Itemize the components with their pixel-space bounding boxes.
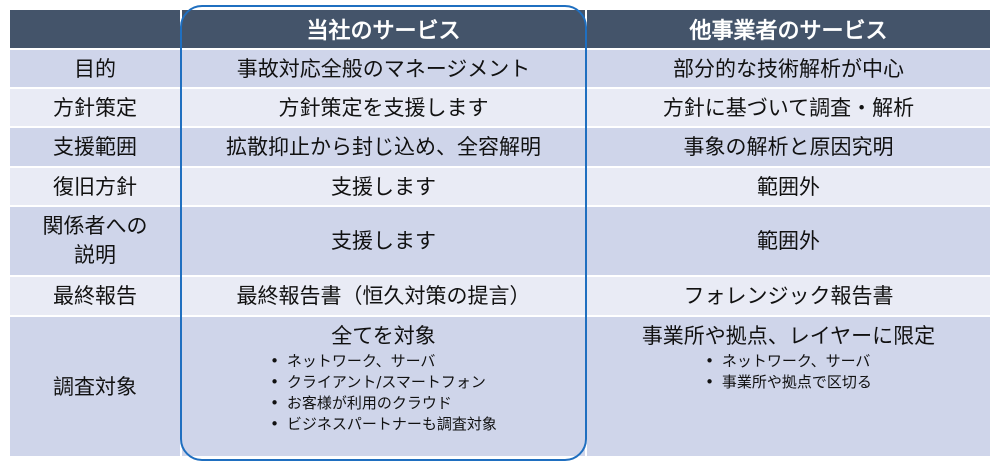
- our-explanation: 支援します: [182, 207, 585, 275]
- header-corner: [10, 10, 180, 48]
- list-item: ビジネスパートナーも調査対象: [270, 414, 497, 435]
- our-purpose: 事故対応全般のマネージメント: [182, 50, 585, 87]
- other-policy: 方針に基づいて調査・解析: [587, 89, 990, 126]
- list-item: お客様が利用のクラウド: [270, 393, 497, 414]
- row-label-explanation: 関係者への 説明: [10, 207, 180, 275]
- header-other-service: 他事業者のサービス: [587, 10, 990, 48]
- our-target-summary: 全てを対象: [331, 324, 436, 348]
- other-target: 事業所や拠点、レイヤーに限定 ネットワーク、サーバ 事業所や拠点で区切る: [587, 317, 990, 456]
- our-target-list: ネットワーク、サーバ クライアント/スマートフォン お客様が利用のクラウド ビジ…: [270, 351, 497, 435]
- our-recovery: 支援します: [182, 168, 585, 205]
- row-label-final-report: 最終報告: [10, 277, 180, 315]
- list-item: 事業所や拠点で区切る: [705, 372, 872, 393]
- row-label-scope: 支援範囲: [10, 128, 180, 166]
- row-label-recovery: 復旧方針: [10, 168, 180, 205]
- row-label-policy: 方針策定: [10, 89, 180, 126]
- list-item: ネットワーク、サーバ: [270, 351, 497, 372]
- list-item: クライアント/スマートフォン: [270, 372, 497, 393]
- list-item: ネットワーク、サーバ: [705, 351, 872, 372]
- our-target: 全てを対象 ネットワーク、サーバ クライアント/スマートフォン お客様が利用のク…: [182, 317, 585, 456]
- other-target-summary: 事業所や拠点、レイヤーに限定: [641, 324, 936, 348]
- our-final-report: 最終報告書（恒久対策の提言）: [182, 277, 585, 315]
- other-final-report: フォレンジック報告書: [587, 277, 990, 315]
- row-label-explanation-line2: 説明: [74, 243, 116, 267]
- row-label-explanation-line1: 関係者への: [42, 214, 148, 238]
- other-scope: 事象の解析と原因究明: [587, 128, 990, 166]
- other-recovery: 範囲外: [587, 168, 990, 205]
- header-our-service: 当社のサービス: [182, 10, 585, 48]
- row-label-purpose: 目的: [10, 50, 180, 87]
- other-target-list: ネットワーク、サーバ 事業所や拠点で区切る: [705, 351, 872, 393]
- other-purpose: 部分的な技術解析が中心: [587, 50, 990, 87]
- row-label-target: 調査対象: [10, 317, 180, 456]
- our-scope: 拡散抑止から封じ込め、全容解明: [182, 128, 585, 166]
- other-explanation: 範囲外: [587, 207, 990, 275]
- our-policy: 方針策定を支援します: [182, 89, 585, 126]
